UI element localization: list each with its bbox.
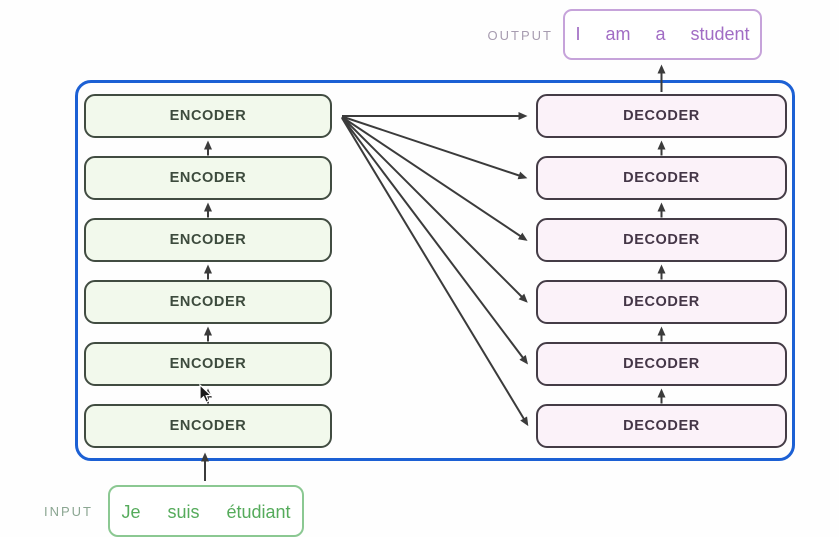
encoder-decoder-container [75, 80, 795, 461]
encoder-box: ENCODER [84, 280, 332, 324]
input-word: étudiant [226, 501, 291, 522]
mouse-cursor-icon [199, 383, 213, 404]
decoder-box: DECODER [536, 280, 787, 324]
output-word: student [690, 24, 750, 44]
input-label: INPUT [44, 504, 93, 519]
output-label: OUTPUT [487, 28, 553, 43]
encoder-box: ENCODER [84, 94, 332, 138]
output-word: am [605, 24, 631, 44]
input-word: suis [167, 501, 200, 522]
decoder-stack: DECODER DECODER DECODER DECODER DECODER DECOD… [536, 94, 787, 448]
decoder-box: DECODER [536, 342, 787, 386]
input-word: Je [121, 501, 141, 522]
encoder-box: ENCODER [84, 342, 332, 386]
output-word: a [655, 24, 666, 44]
input-box: Je suis étudiant [108, 485, 304, 537]
encoder-box: ENCODER [84, 156, 332, 200]
decoder-box: DECODER [536, 218, 787, 262]
output-word: I [575, 24, 581, 44]
decoder-box: DECODER [536, 156, 787, 200]
encoder-box: ENCODER [84, 404, 332, 448]
decoder-box: DECODER [536, 94, 787, 138]
decoder-box: DECODER [536, 404, 787, 448]
encoder-box: ENCODER [84, 218, 332, 262]
encoder-stack: ENCODER ENCODER ENCODER ENCODER ENCODER ENCOD… [84, 94, 332, 448]
